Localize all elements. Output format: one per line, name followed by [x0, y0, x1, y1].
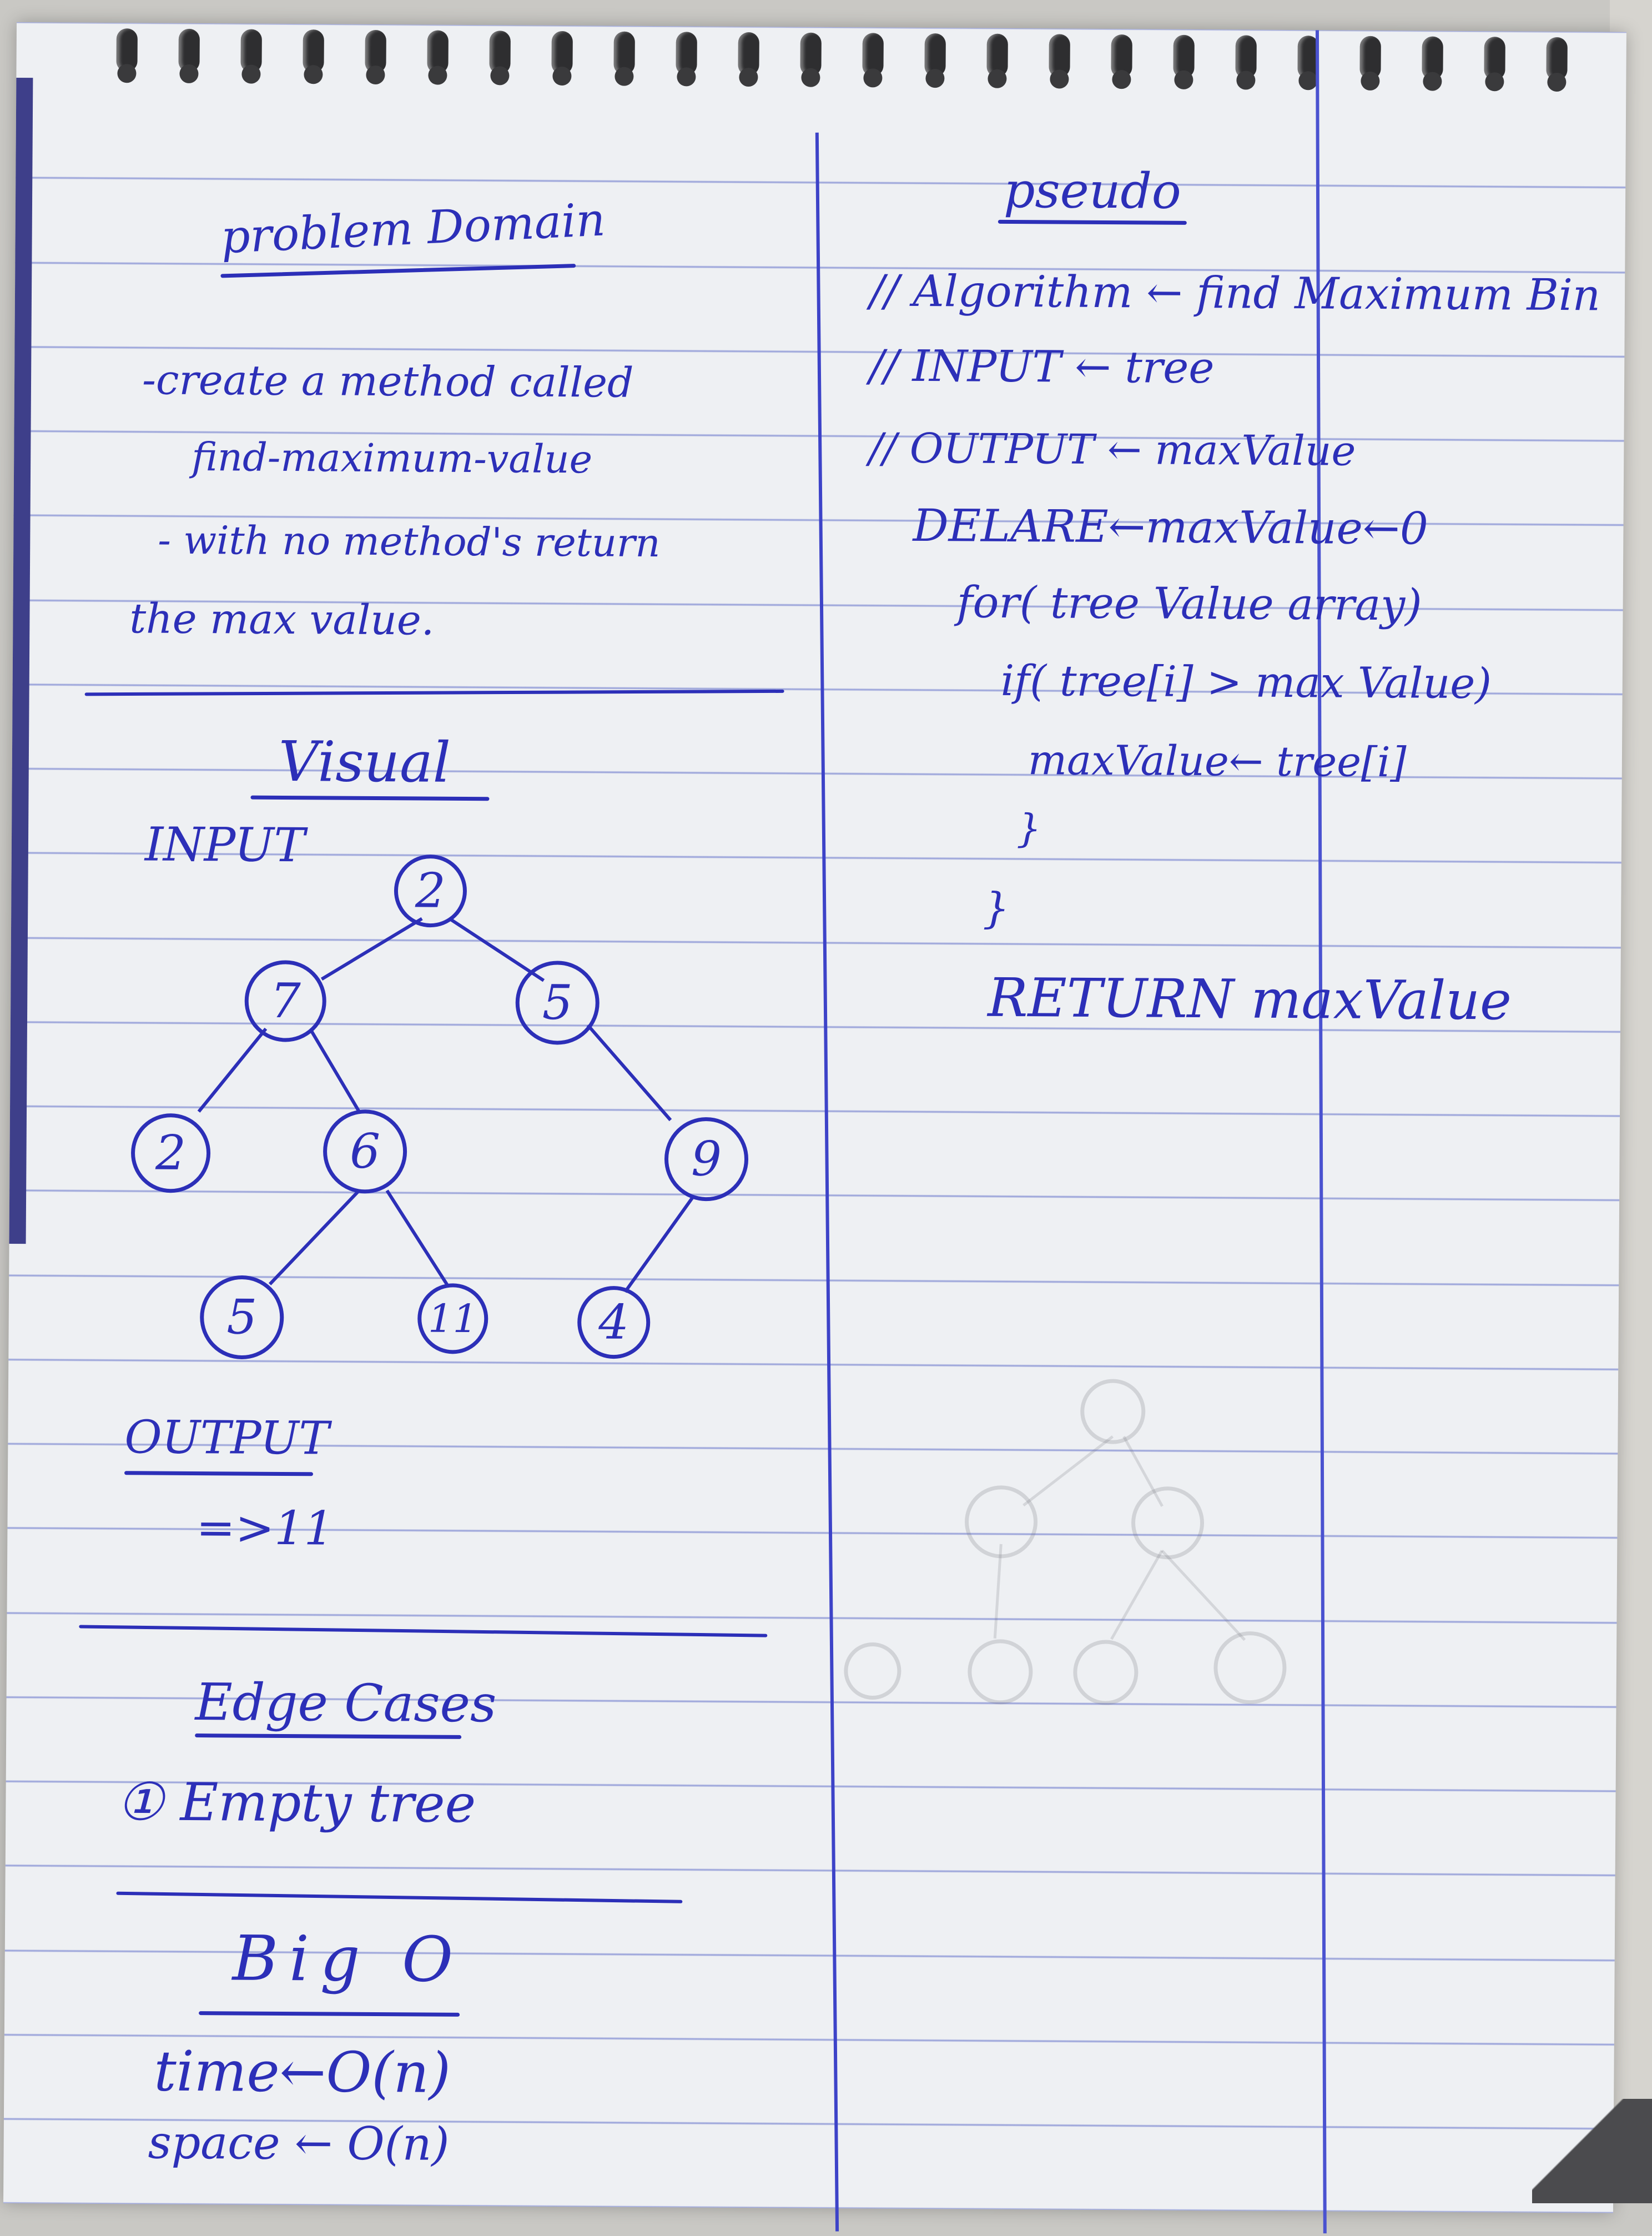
tree-edge [586, 1024, 672, 1122]
tree-node-circle [664, 1117, 749, 1202]
space-complexity: space ← O(n) [148, 2116, 450, 2171]
tree-node-value: 11 [428, 1296, 478, 1342]
pseudo-line-6: if( tree[i] > max Value) [1000, 655, 1492, 709]
tree-node-circle [394, 855, 467, 928]
binary-tree-diagram: 2 7 5 2 6 9 5 11 4 [131, 855, 749, 1360]
tree-node-value: 2 [415, 863, 446, 918]
pseudo-line-2: // INPUT ← tree [869, 341, 1215, 394]
tree-edge [623, 1197, 694, 1293]
time-complexity: time←O(n) [154, 2038, 451, 2106]
tree-edge [268, 1189, 361, 1285]
tree-node-circle [417, 1283, 488, 1354]
tree-node-circle [200, 1275, 284, 1360]
tree-edge [320, 917, 423, 981]
edge-case-1: ① Empty tree [117, 1772, 476, 1835]
big-o-heading: Big O [232, 1922, 465, 1996]
pseudo-line-5: for( tree Value array) [956, 577, 1422, 631]
tree-node-value: 5 [542, 975, 573, 1031]
pseudo-line-10: RETURN maxValue [987, 966, 1512, 1032]
notebook-page: problem Domain -create a method called f… [3, 22, 1626, 2234]
edge-cases-heading: Edge Cases [195, 1672, 497, 1734]
pseudo-line-9: } [983, 883, 1010, 933]
page-shadow [1532, 2099, 1652, 2203]
tree-node-value: 2 [155, 1125, 186, 1181]
pseudo-line-4: DELARE←maxValue←0 [913, 499, 1429, 555]
output-label: OUTPUT [124, 1411, 330, 1465]
tree-edge [309, 1028, 361, 1114]
tree-node-value: 6 [350, 1124, 380, 1179]
pseudo-line-8: } [1016, 806, 1041, 852]
bleed-through-tree [844, 1379, 1287, 1705]
tree-node-value: 7 [270, 973, 301, 1029]
tree-edge [197, 1027, 268, 1113]
tree-node-circle [131, 1113, 211, 1193]
tree-node-value: 4 [598, 1294, 629, 1350]
output-value: =>11 [196, 1500, 334, 1556]
tree-node-value: 9 [691, 1131, 722, 1187]
tree-edge [385, 1189, 449, 1287]
pseudo-line-1: // Algorithm ← find Maximum Bin [869, 266, 1601, 321]
tree-edge [449, 917, 545, 982]
tree-node-circle [244, 960, 326, 1042]
tree-node-circle [323, 1109, 407, 1194]
pseudo-line-7: maxValue← tree[i] [1028, 736, 1407, 787]
pseudo-heading: pseudo [1003, 161, 1182, 220]
tree-node-circle [515, 961, 600, 1045]
pseudo-line-3: // OUTPUT ← maxValue [869, 424, 1356, 475]
tree-node-value: 5 [226, 1289, 257, 1345]
tree-node-circle [577, 1286, 651, 1359]
